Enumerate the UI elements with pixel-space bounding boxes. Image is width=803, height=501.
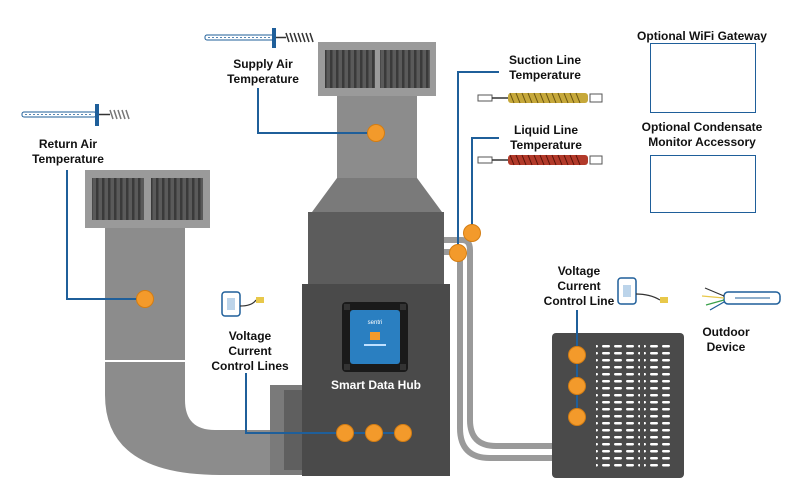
smart-data-hub: sentri bbox=[342, 302, 408, 372]
supply-air-label: Supply Air Temperature bbox=[227, 57, 299, 86]
suction-line-label: Suction Line Temperature bbox=[509, 53, 581, 82]
outdoor-device bbox=[701, 287, 781, 311]
condensate-monitor-card bbox=[650, 155, 756, 213]
wifi-gateway-card bbox=[650, 43, 756, 113]
dot-vcc-outdoor-2 bbox=[568, 377, 586, 395]
vcc-outdoor-label: Voltage Current Control Line bbox=[543, 264, 615, 308]
suction-line-sensor bbox=[477, 92, 603, 104]
dot-vcc-outdoor-3 bbox=[568, 408, 586, 426]
dot-vcc-outdoor-1 bbox=[568, 346, 586, 364]
return-air-probe bbox=[21, 104, 130, 126]
condensate-monitor-label: Optional Condensate Monitor Accessory bbox=[641, 120, 763, 149]
supply-duct bbox=[312, 42, 442, 212]
vcc-indoor-label: Voltage Current Control Lines bbox=[211, 329, 289, 373]
wifi-gateway-label: Optional WiFi Gateway bbox=[637, 29, 767, 43]
hub-brand-text: sentri bbox=[368, 320, 383, 326]
dot-liquid-line bbox=[463, 224, 481, 242]
supply-air-probe bbox=[204, 28, 314, 48]
dot-vcc-indoor-1 bbox=[336, 424, 354, 442]
outdoor-unit bbox=[552, 333, 684, 478]
return-air-label: Return Air Temperature bbox=[32, 137, 104, 166]
furnace bbox=[302, 212, 450, 476]
smart-data-hub-label: Smart Data Hub bbox=[330, 378, 422, 392]
dot-vcc-indoor-2 bbox=[365, 424, 383, 442]
ct-clamp-indoor bbox=[221, 291, 264, 317]
sensor-dots bbox=[136, 124, 586, 442]
outdoor-device-label: Outdoor Device bbox=[702, 325, 750, 354]
liquid-line-label: Liquid Line Temperature bbox=[510, 123, 582, 152]
dot-return-air bbox=[136, 290, 154, 308]
dot-suction-line bbox=[449, 244, 467, 262]
liquid-line-sensor bbox=[477, 154, 603, 166]
dot-supply-air bbox=[367, 124, 385, 142]
return-duct bbox=[85, 170, 304, 475]
ct-clamp-outdoor bbox=[617, 277, 668, 305]
dot-vcc-indoor-3 bbox=[394, 424, 412, 442]
